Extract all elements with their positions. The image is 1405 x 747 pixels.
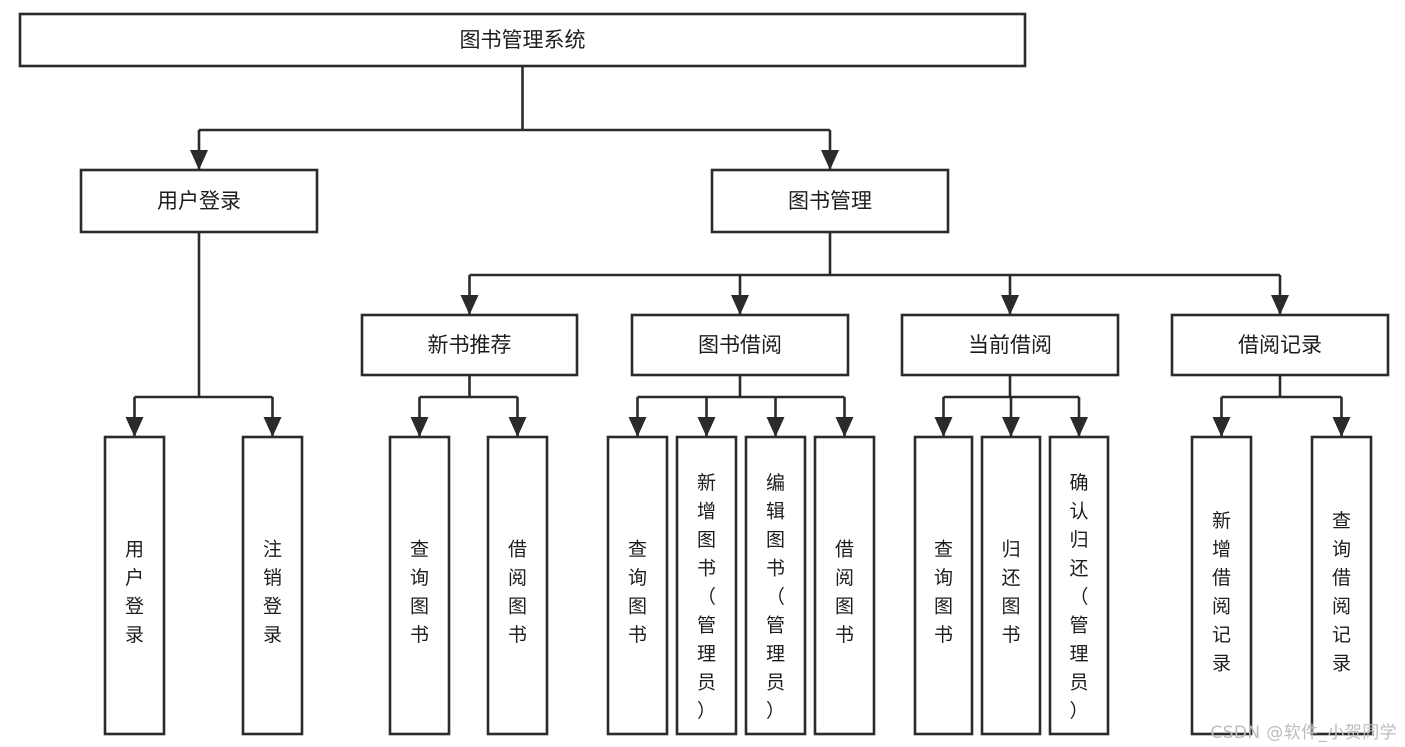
node-leaf-query-book-3[interactable]: 查询图书 — [913, 435, 974, 736]
arrow-head-icon — [628, 417, 647, 437]
node-label-leaf-borrow-book-2: 借阅图书 — [835, 538, 854, 646]
arrow-head-icon — [125, 417, 144, 437]
node-leaf-edit-book[interactable]: 编辑图书（管理员） — [744, 435, 807, 736]
node-label-borrow-record: 借阅记录 — [1238, 333, 1322, 357]
node-leaf-return-book[interactable]: 归还图书 — [980, 435, 1042, 736]
node-label-leaf-confirm-return: 确认归还（管理员） — [1069, 472, 1088, 722]
node-box-borrow-record — [1170, 313, 1390, 377]
node-box-leaf-borrow-book-1 — [486, 435, 549, 736]
node-label-book-management: 图书管理 — [788, 189, 872, 213]
edge-group-book-borrow — [628, 375, 854, 437]
node-label-leaf-query-book-2: 查询图书 — [628, 538, 647, 646]
node-box-user-login — [79, 168, 319, 234]
edge-group-user-login — [125, 232, 282, 437]
node-leaf-borrow-book-1[interactable]: 借阅图书 — [486, 435, 549, 736]
arrow-head-icon — [263, 417, 282, 437]
node-leaf-query-book-1[interactable]: 查询图书 — [388, 435, 451, 736]
arrow-head-icon — [697, 417, 716, 437]
node-label-leaf-return-book: 归还图书 — [1001, 538, 1020, 646]
node-label-current-borrow: 当前借阅 — [968, 333, 1052, 357]
arrow-head-icon — [934, 417, 953, 437]
node-book-management[interactable]: 图书管理 — [710, 168, 950, 234]
node-label-leaf-add-book: 新增图书（管理员） — [697, 472, 716, 722]
node-label-book-borrow: 图书借阅 — [698, 333, 782, 357]
edge-group-root — [190, 66, 839, 170]
edge-group-current-borrow — [934, 375, 1088, 437]
node-box-leaf-confirm-return — [1048, 435, 1110, 736]
arrow-head-icon — [1271, 295, 1289, 315]
node-label-leaf-query-book-3: 查询图书 — [934, 538, 953, 646]
node-label-leaf-add-record: 新增借阅记录 — [1212, 510, 1231, 675]
arrow-head-icon — [1070, 417, 1088, 437]
node-box-leaf-query-book-1 — [388, 435, 451, 736]
node-leaf-add-book[interactable]: 新增图书（管理员） — [675, 435, 738, 736]
arrow-head-icon — [731, 295, 749, 315]
arrow-head-icon — [835, 417, 854, 437]
arrow-head-icon — [1212, 417, 1231, 437]
node-label-leaf-edit-book: 编辑图书（管理员） — [766, 472, 785, 722]
edges-layer — [125, 66, 1351, 437]
arrow-head-icon — [190, 150, 208, 170]
node-label-root: 图书管理系统 — [460, 28, 586, 52]
edge-group-borrow-record — [1212, 375, 1351, 437]
node-box-current-borrow — [900, 313, 1120, 377]
node-box-leaf-edit-book — [744, 435, 807, 736]
node-box-leaf-borrow-book-2 — [813, 435, 876, 736]
arrow-head-icon — [1002, 417, 1020, 437]
node-box-leaf-add-record — [1190, 435, 1253, 736]
node-box-leaf-user-login — [103, 435, 166, 736]
node-label-leaf-logout: 注销登录 — [263, 538, 282, 646]
node-leaf-query-record[interactable]: 查询借阅记录 — [1310, 435, 1373, 736]
node-leaf-confirm-return[interactable]: 确认归还（管理员） — [1048, 435, 1110, 736]
node-box-leaf-query-book-2 — [606, 435, 669, 736]
node-leaf-borrow-book-2[interactable]: 借阅图书 — [813, 435, 876, 736]
node-box-root — [18, 12, 1027, 68]
node-leaf-logout[interactable]: 注销登录 — [241, 435, 304, 736]
node-label-leaf-user-login: 用户登录 — [125, 538, 144, 646]
node-label-leaf-query-record: 查询借阅记录 — [1332, 510, 1351, 675]
node-new-book-recommend[interactable]: 新书推荐 — [360, 313, 579, 377]
node-borrow-record[interactable]: 借阅记录 — [1170, 313, 1390, 377]
node-box-leaf-add-book — [675, 435, 738, 736]
node-leaf-query-book-2[interactable]: 查询图书 — [606, 435, 669, 736]
node-box-leaf-query-book-3 — [913, 435, 974, 736]
node-label-user-login: 用户登录 — [157, 189, 241, 213]
node-box-leaf-query-record — [1310, 435, 1373, 736]
arrow-head-icon — [766, 417, 785, 437]
nodes-layer: 图书管理系统用户登录图书管理新书推荐图书借阅当前借阅借阅记录用户登录注销登录查询… — [18, 12, 1390, 736]
node-box-new-book-recommend — [360, 313, 579, 377]
node-root[interactable]: 图书管理系统 — [18, 12, 1027, 68]
arrow-head-icon — [460, 295, 479, 315]
node-book-borrow[interactable]: 图书借阅 — [630, 313, 850, 377]
node-box-book-borrow — [630, 313, 850, 377]
arrow-head-icon — [508, 417, 527, 437]
arrow-head-icon — [821, 150, 839, 170]
node-current-borrow[interactable]: 当前借阅 — [900, 313, 1120, 377]
arrow-head-icon — [410, 417, 429, 437]
node-leaf-user-login[interactable]: 用户登录 — [103, 435, 166, 736]
node-label-leaf-borrow-book-1: 借阅图书 — [508, 538, 527, 646]
node-label-leaf-query-book-1: 查询图书 — [410, 538, 429, 646]
node-user-login[interactable]: 用户登录 — [79, 168, 319, 234]
node-leaf-add-record[interactable]: 新增借阅记录 — [1190, 435, 1253, 736]
node-box-leaf-logout — [241, 435, 304, 736]
arrow-head-icon — [1001, 295, 1019, 315]
node-box-book-management — [710, 168, 950, 234]
node-label-new-book-recommend: 新书推荐 — [428, 333, 512, 357]
edge-group-new-book-recommend — [410, 375, 527, 437]
node-box-leaf-return-book — [980, 435, 1042, 736]
edge-group-book-management — [460, 232, 1289, 315]
arrow-head-icon — [1332, 417, 1351, 437]
